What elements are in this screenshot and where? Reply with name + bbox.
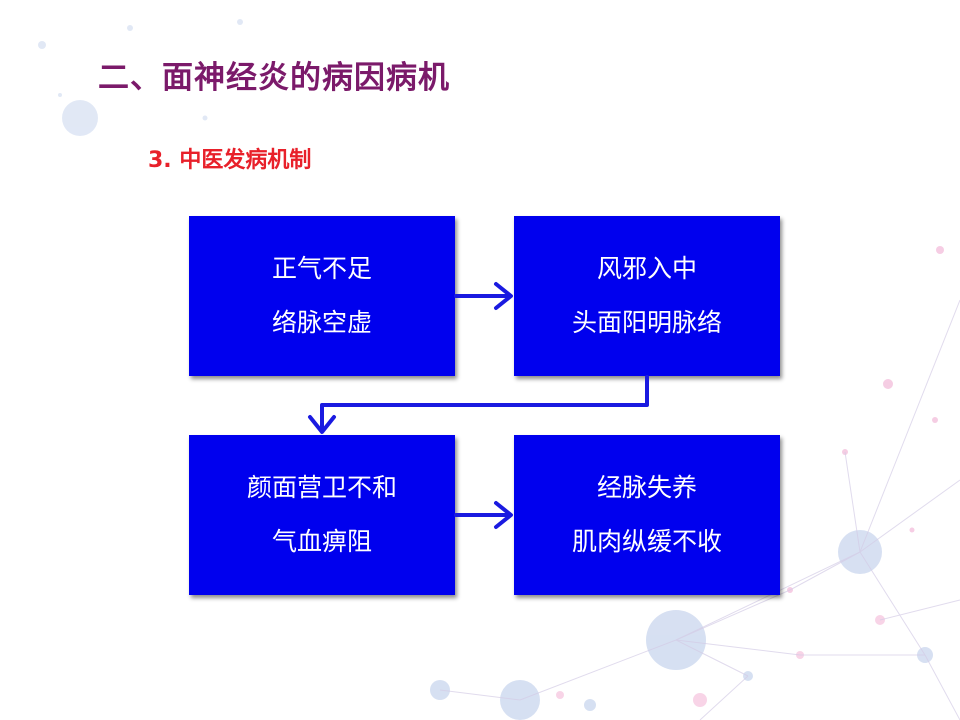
flow-box-3-line-1: 颜面营卫不和 xyxy=(246,473,397,502)
flow-box-3-line-2: 气血痹阻 xyxy=(271,527,372,556)
arrow-box2-to-box3 xyxy=(308,375,649,434)
flow-box-4-line-1: 经脉失养 xyxy=(596,473,697,502)
flow-box-2-line-2: 头面阳明脉络 xyxy=(571,308,722,337)
section-subtitle: 3. 中医发病机制 xyxy=(148,148,312,173)
flow-box-1: 正气不足 络脉空虚 xyxy=(189,216,455,376)
slide-title: 二、面神经炎的病因病机 xyxy=(98,60,450,96)
arrow-box3-to-box4 xyxy=(454,501,513,529)
flow-box-4-line-2: 肌肉纵缓不收 xyxy=(571,527,722,556)
flow-box-1-line-1: 正气不足 xyxy=(271,254,372,283)
flow-box-2: 风邪入中 头面阳明脉络 xyxy=(514,216,780,376)
flow-box-2-line-1: 风邪入中 xyxy=(596,254,697,283)
flow-box-4: 经脉失养 肌肉纵缓不收 xyxy=(514,435,780,595)
flow-box-1-line-2: 络脉空虚 xyxy=(271,308,372,337)
flow-box-3: 颜面营卫不和 气血痹阻 xyxy=(189,435,455,595)
arrow-box1-to-box2 xyxy=(454,282,513,310)
